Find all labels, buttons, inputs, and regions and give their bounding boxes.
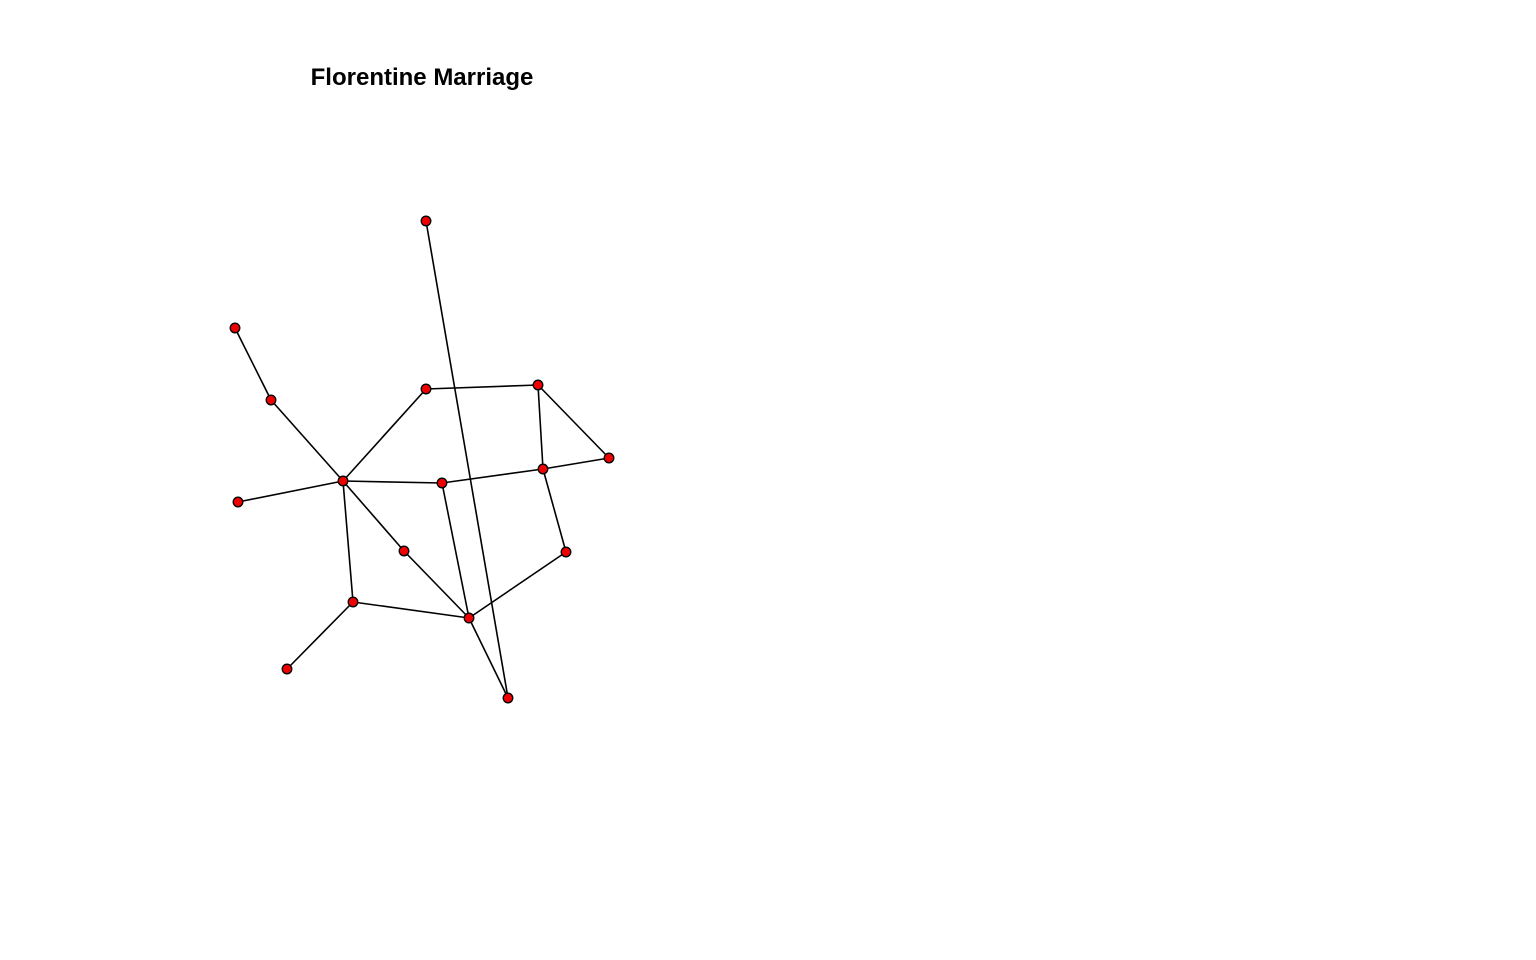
graph-edge	[468, 551, 567, 619]
graph-node	[436, 477, 448, 489]
graph-edge	[342, 480, 405, 552]
graph-edge	[537, 384, 610, 459]
graph-node	[420, 383, 432, 395]
graph-edge	[542, 457, 610, 470]
graph-node	[232, 496, 244, 508]
graph-edge	[468, 617, 509, 699]
edge-layer	[234, 220, 610, 699]
graph-edge	[342, 480, 354, 603]
graph-edge	[234, 327, 272, 401]
graph-edge	[537, 384, 544, 470]
graph-node	[265, 394, 277, 406]
graph-node	[560, 546, 572, 558]
graph-node	[347, 596, 359, 608]
graph-node	[281, 663, 293, 675]
graph-node	[463, 612, 475, 624]
graph-edge	[342, 388, 427, 482]
graph-node	[229, 322, 241, 334]
graph-node	[337, 475, 349, 487]
graph-edge	[403, 550, 470, 619]
graph-edge	[441, 482, 470, 619]
graph-edge	[237, 480, 344, 503]
graph-edge	[286, 601, 354, 670]
graph-node	[537, 463, 549, 475]
graph-node	[398, 545, 410, 557]
graph-edge	[425, 220, 509, 699]
graph-node	[420, 215, 432, 227]
graph-node	[532, 379, 544, 391]
graph-edge	[441, 468, 544, 484]
graph-edge	[352, 601, 470, 619]
graph-node	[603, 452, 615, 464]
graph-edge	[542, 468, 567, 553]
chart-title: Florentine Marriage	[310, 64, 534, 91]
graph-edge	[270, 399, 344, 482]
graph-edge	[425, 384, 539, 390]
node-layer	[229, 215, 615, 704]
graph-node	[502, 692, 514, 704]
graph-edge	[342, 480, 443, 484]
